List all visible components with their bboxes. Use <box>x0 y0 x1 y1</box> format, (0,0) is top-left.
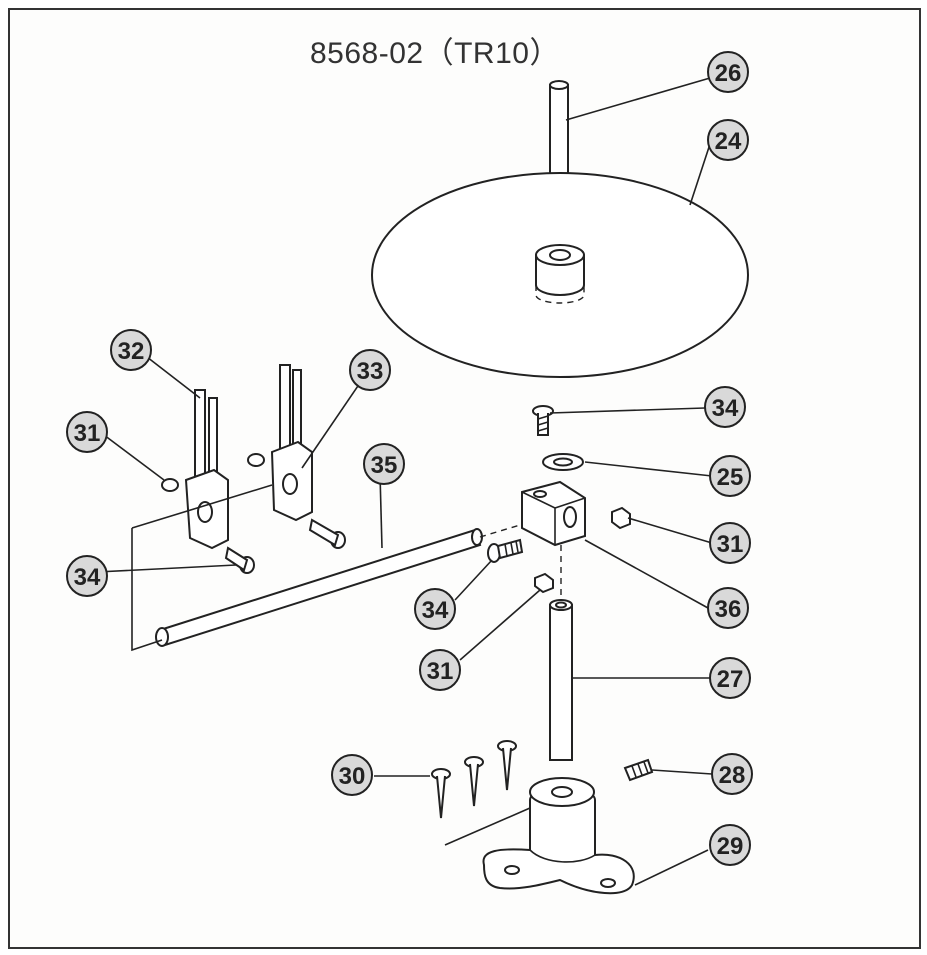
callout-36-label: 36 <box>715 596 742 623</box>
callout-33-label: 33 <box>357 358 384 385</box>
part-35-horizontal-bar <box>155 524 521 647</box>
callout-34-top-label: 34 <box>712 395 739 422</box>
part-34-screw-middle <box>487 538 524 563</box>
part-25-washer <box>542 453 584 471</box>
callout-25: 25 <box>709 455 751 497</box>
callout-33: 33 <box>349 349 391 391</box>
callout-34-left: 34 <box>66 555 108 597</box>
callout-31-left: 31 <box>66 411 108 453</box>
callout-28: 28 <box>711 753 753 795</box>
callout-34-top: 34 <box>704 386 746 428</box>
part-29-base <box>482 777 635 895</box>
callout-32-label: 32 <box>118 338 145 365</box>
diagram-frame <box>8 8 921 949</box>
part-34-screw-top <box>532 405 554 436</box>
part-33-thread-guide <box>247 364 346 549</box>
callout-35-label: 35 <box>371 452 398 479</box>
callout-34-left-label: 34 <box>74 564 101 591</box>
callout-25-label: 25 <box>717 464 744 491</box>
callout-29-label: 29 <box>717 833 744 860</box>
part-28-set-screw <box>623 758 654 782</box>
leader-lines <box>96 77 713 886</box>
assembly-bracket-line <box>131 484 273 652</box>
part-31-nut-right <box>611 506 631 530</box>
callout-36: 36 <box>707 587 749 629</box>
diagram-title: 8568-02（TR10） <box>310 37 560 70</box>
callout-27: 27 <box>709 657 751 699</box>
part-30-wood-screws <box>431 740 531 846</box>
part-36-center-block <box>521 480 586 547</box>
part-24-thread-disc <box>371 172 749 378</box>
callout-34-middle-label: 34 <box>422 597 449 624</box>
part-31-nut-lower <box>534 572 554 594</box>
callout-28-label: 28 <box>719 762 746 789</box>
part-32-thread-guide <box>161 389 255 574</box>
callout-24: 24 <box>707 119 749 161</box>
callout-34-middle: 34 <box>414 588 456 630</box>
callout-35: 35 <box>363 443 405 485</box>
callout-26: 26 <box>707 51 749 93</box>
callout-31-right: 31 <box>709 522 751 564</box>
callout-32: 32 <box>110 329 152 371</box>
part-27-post <box>549 545 573 761</box>
callout-29: 29 <box>709 824 751 866</box>
callout-31-lower: 31 <box>419 649 461 691</box>
callout-24-label: 24 <box>715 128 742 155</box>
callout-31-right-label: 31 <box>717 531 744 558</box>
callout-31-left-label: 31 <box>74 420 101 447</box>
callout-30: 30 <box>331 754 373 796</box>
callout-27-label: 27 <box>717 666 744 693</box>
callout-26-label: 26 <box>715 60 742 87</box>
callout-30-label: 30 <box>339 763 366 790</box>
callout-31-lower-label: 31 <box>427 658 454 685</box>
